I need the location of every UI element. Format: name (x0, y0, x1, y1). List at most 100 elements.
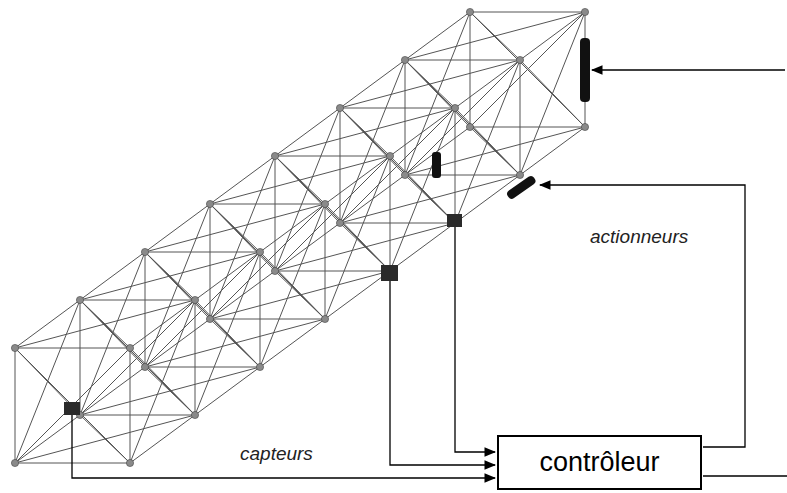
truss-member (455, 175, 520, 223)
truss-joint (126, 459, 133, 466)
truss-member (210, 204, 325, 319)
truss-member (275, 156, 390, 271)
group-label: actionneurs (588, 226, 690, 248)
truss-joint (271, 267, 278, 274)
truss-member (80, 300, 195, 415)
truss-member (195, 367, 260, 415)
truss-member (405, 12, 585, 60)
truss-member (470, 12, 585, 13)
truss-joint (516, 56, 523, 63)
truss-joint (336, 104, 343, 111)
actuator-wire (592, 69, 785, 70)
truss-member (455, 60, 520, 223)
truss-member (340, 60, 405, 223)
truss-joint (126, 344, 133, 351)
truss-joint (206, 200, 213, 207)
truss-joint (466, 123, 473, 130)
truss-member (470, 12, 471, 127)
truss-joint (336, 219, 343, 226)
output-wire (703, 475, 787, 476)
truss-member (340, 108, 455, 109)
truss-member (80, 367, 260, 415)
truss-joint (581, 8, 588, 15)
truss-member (210, 319, 325, 320)
node-label: contrôleur (539, 447, 659, 478)
sensor-block (64, 402, 80, 415)
truss-joints (11, 8, 588, 466)
truss-member (275, 156, 390, 157)
truss-member (275, 223, 455, 271)
truss-joint (191, 296, 198, 303)
truss-joint (581, 123, 588, 130)
truss-member (275, 271, 390, 272)
truss-member (275, 108, 340, 271)
actuator-bar (580, 38, 590, 102)
truss-joint (76, 296, 83, 303)
truss-member (145, 204, 325, 252)
controller-box: contrôleur (497, 435, 702, 490)
truss-members (15, 12, 585, 463)
truss-member (145, 367, 260, 368)
truss-member (470, 12, 585, 127)
truss-member (275, 156, 340, 223)
truss-joint (11, 459, 18, 466)
truss-member (405, 60, 520, 175)
truss-member (145, 252, 260, 253)
truss-member (210, 204, 275, 271)
actuator-bar (506, 175, 537, 201)
truss-joint (206, 315, 213, 322)
truss-member (340, 108, 405, 175)
truss-member (210, 204, 325, 319)
truss-member (80, 415, 195, 416)
truss-member (520, 127, 585, 175)
truss-member (405, 60, 470, 127)
truss-joint (256, 248, 263, 255)
truss-member (340, 108, 341, 223)
truss-member (340, 60, 520, 108)
truss-joint (401, 56, 408, 63)
truss-member (405, 60, 520, 61)
truss-member (210, 271, 390, 319)
truss-member (470, 12, 585, 127)
truss-member (15, 300, 80, 463)
truss-member (80, 300, 195, 415)
truss-member (390, 223, 455, 271)
truss-joint (516, 171, 523, 178)
truss-member (80, 300, 81, 415)
truss-joint (386, 152, 393, 159)
actuator-bar (432, 152, 441, 178)
truss-member (145, 204, 210, 367)
truss-member (15, 348, 130, 349)
sensor-wire (72, 414, 495, 478)
truss-member (405, 60, 520, 175)
truss-member (210, 156, 275, 319)
truss-member (325, 271, 390, 319)
truss-member (405, 12, 470, 175)
truss-member (145, 252, 260, 367)
truss-member (340, 175, 520, 223)
truss-member (340, 223, 455, 224)
truss-member (80, 300, 195, 301)
truss-member (15, 300, 195, 348)
truss-member (15, 415, 195, 463)
sensor-block (381, 265, 398, 281)
actuator-wire (540, 185, 745, 447)
truss-member (470, 127, 585, 128)
truss-joint (451, 104, 458, 111)
truss-member (80, 300, 145, 367)
truss-member (405, 60, 406, 175)
truss-joint (401, 171, 408, 178)
sensors (64, 214, 462, 415)
truss-member (340, 108, 455, 223)
truss-member (210, 204, 325, 205)
truss-member (80, 252, 260, 300)
truss-member (520, 12, 585, 175)
truss-joint (321, 200, 328, 207)
sensor-block (447, 214, 462, 227)
truss-member (80, 252, 145, 415)
truss-joint (466, 8, 473, 15)
truss-member (275, 156, 276, 271)
truss-member (275, 108, 455, 156)
truss-member (15, 348, 80, 415)
truss-member (145, 319, 325, 367)
